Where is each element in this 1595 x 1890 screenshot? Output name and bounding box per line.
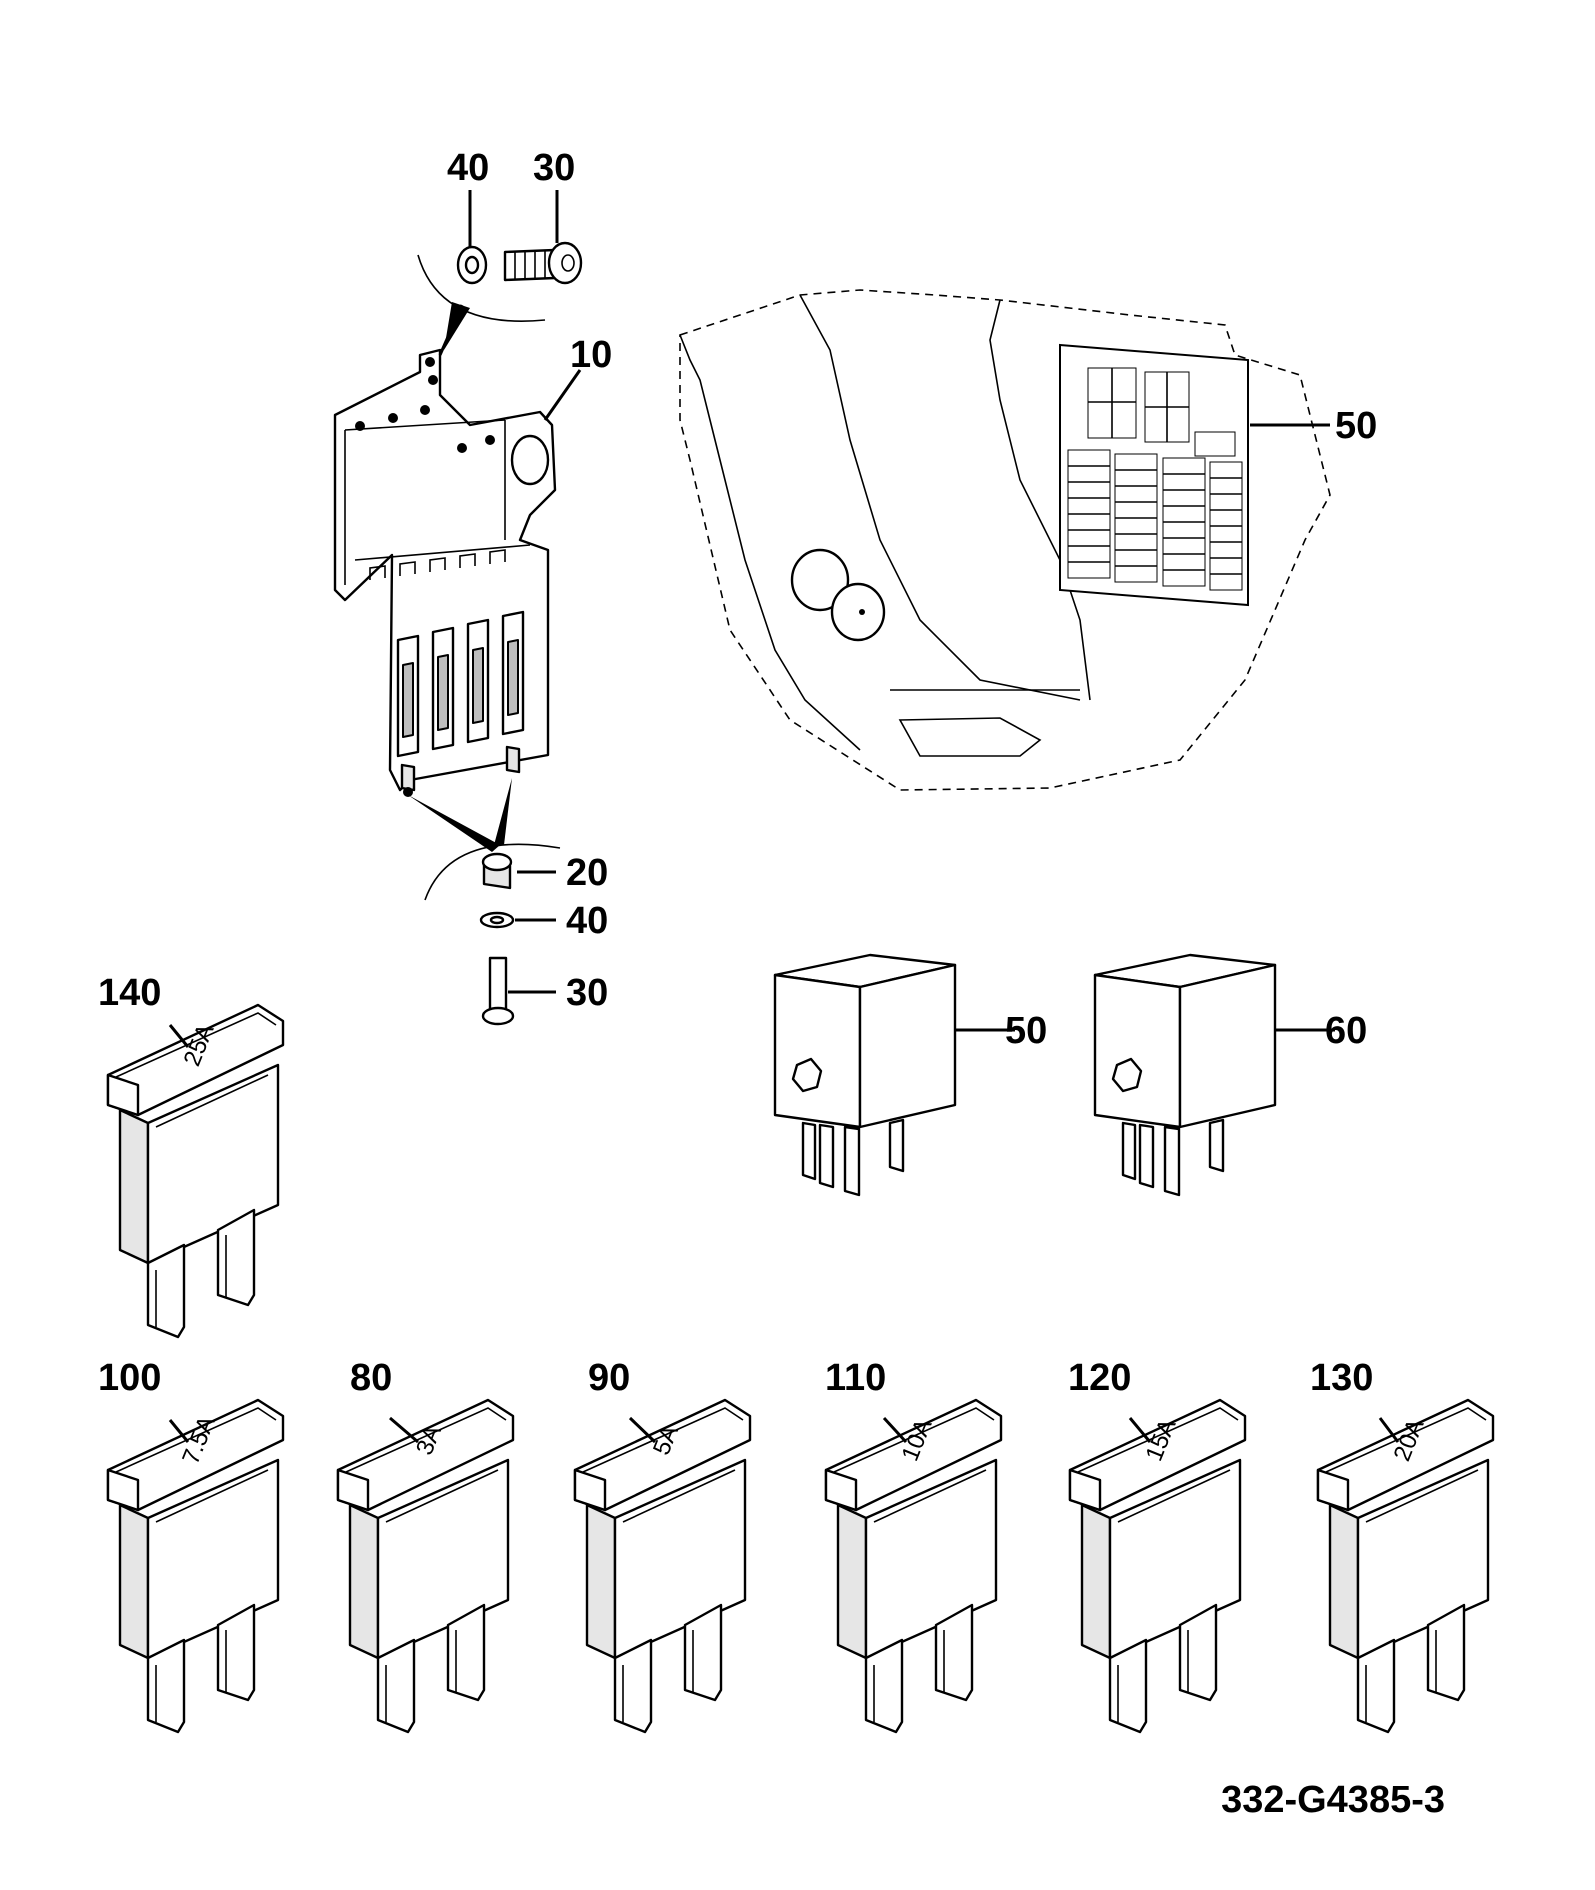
callout-fuse-120: 120: [1068, 1357, 1131, 1399]
callout-fuse-110: 110: [825, 1357, 886, 1399]
callout-screw-top: 30: [533, 147, 575, 189]
callout-fuse-box-label: 50: [1335, 405, 1377, 447]
fuse-110: 10A: [824, 1398, 1003, 1734]
callout-fuse-90: 90: [588, 1357, 630, 1399]
fuse-box-cover: [679, 289, 1331, 791]
top-fastener-detail: [417, 241, 583, 356]
callout-fuse-100: 100: [98, 1357, 161, 1399]
label-fuse-table: [1067, 449, 1243, 591]
fuse-140: 25A: [106, 1003, 285, 1339]
callout-fuse-140: 140: [98, 972, 161, 1014]
callout-washer-top: 40: [447, 147, 489, 189]
relay-60: [1093, 953, 1335, 1197]
callout-relay-a: 50: [1005, 1010, 1047, 1052]
fuse-box-label: [1059, 343, 1330, 607]
callout-relay-b: 60: [1325, 1010, 1367, 1052]
fuse-130: 20A: [1316, 1398, 1495, 1734]
callout-fuse-80: 80: [350, 1357, 392, 1399]
callout-washer-bottom: 40: [566, 900, 608, 942]
fuse-120: 15A: [1068, 1398, 1247, 1734]
fuse-80: 3A: [336, 1398, 515, 1734]
callout-bracket: 10: [570, 334, 612, 376]
fuse-90: 5A: [573, 1398, 752, 1734]
callout-fuse-130: 130: [1310, 1357, 1373, 1399]
mounting-bracket: [333, 348, 557, 797]
drawing-number: 332-G4385-3: [1221, 1779, 1445, 1821]
fuse-100: 7.5A: [106, 1398, 285, 1734]
callout-screw-bottom: 30: [566, 972, 608, 1014]
bottom-fastener-detail: [408, 778, 561, 1026]
relay-50: [773, 953, 1015, 1197]
callout-nut: 20: [566, 852, 608, 894]
